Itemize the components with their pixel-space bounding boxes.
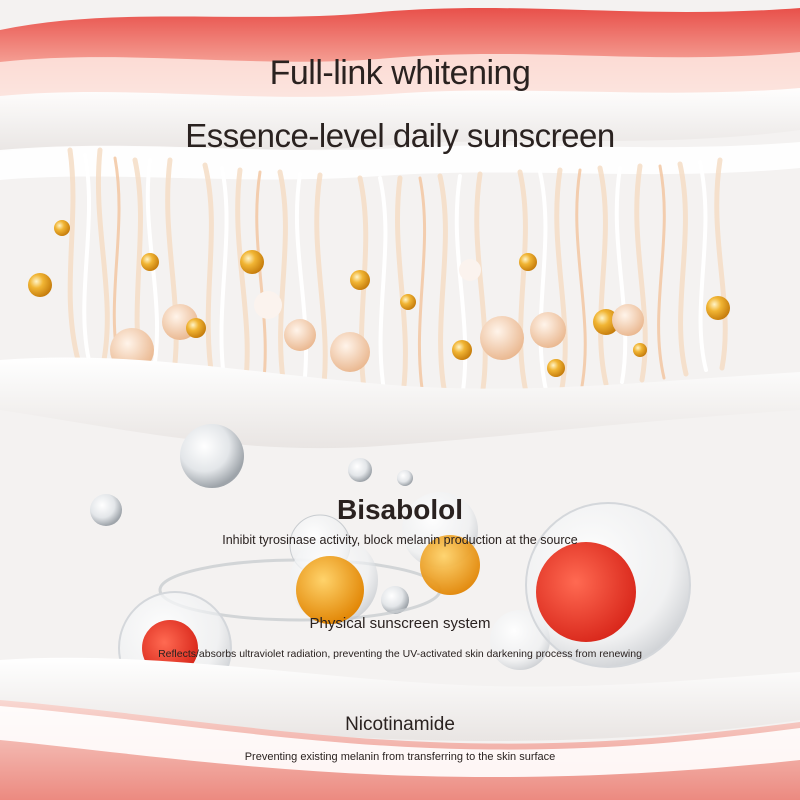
ingredient-description-physical-sunscreen: Reflects/absorbs ultraviolet radiation, … xyxy=(158,648,642,660)
molecule-cluster xyxy=(158,492,550,670)
ingredient-name-physical-sunscreen: Physical sunscreen system xyxy=(309,615,491,632)
active-droplets xyxy=(28,220,730,377)
ingredient-name-nicotinamide: Nicotinamide xyxy=(345,714,455,735)
ingredient-description-bisabolol: Inhibit tyrosinase activity, block melan… xyxy=(222,533,578,547)
top-skin-layer xyxy=(0,8,800,180)
floating-bubbles xyxy=(90,424,413,614)
middle-skin-sheet xyxy=(0,357,800,449)
bottom-skin-layer xyxy=(0,657,800,800)
subheadline: Essence-level daily sunscreen xyxy=(185,117,615,154)
ingredient-name-bisabolol: Bisabolol xyxy=(336,494,463,525)
ingredient-description-nicotinamide: Preventing existing melanin from transfe… xyxy=(244,751,556,763)
headline: Full-link whitening xyxy=(269,54,531,92)
